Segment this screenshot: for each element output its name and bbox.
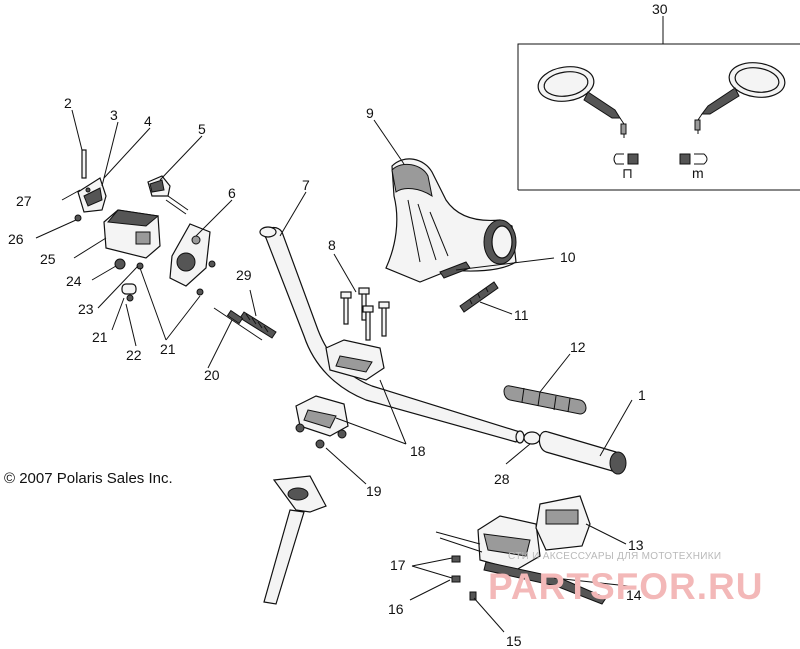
upper-clamp <box>325 339 385 381</box>
watermark-logo[interactable]: PARTSFOR.RU <box>488 566 764 607</box>
callout-2: 2 <box>64 95 72 111</box>
callout-22: 22 <box>126 347 142 363</box>
callout-21a: 21 <box>92 329 108 345</box>
mirror-inset-frame <box>517 16 800 191</box>
callout-16: 16 <box>388 601 404 617</box>
callout-21b: 21 <box>160 341 176 357</box>
callout-11: 11 <box>514 307 529 323</box>
callout-17: 17 <box>390 557 406 573</box>
handlebar-tube <box>259 226 525 444</box>
throttle-cable-pin <box>213 307 263 341</box>
callout-25: 25 <box>40 251 56 267</box>
callout-10: 10 <box>560 249 576 265</box>
callout-7: 7 <box>302 177 310 193</box>
grip-sleeve <box>503 385 587 415</box>
right-grip <box>538 430 627 475</box>
callout-6: 6 <box>228 185 236 201</box>
copyright-notice: © 2007 Polaris Sales Inc. <box>4 470 173 487</box>
callout-8: 8 <box>328 237 336 253</box>
clamp-bolts <box>340 287 390 341</box>
mirror-adapter-left: ⊓ <box>613 153 639 181</box>
callout-19: 19 <box>366 483 382 499</box>
callout-14: 14 <box>626 587 642 603</box>
callout-4: 4 <box>144 113 152 129</box>
callout-24: 24 <box>66 273 82 289</box>
switch-housing-lower <box>169 223 211 287</box>
right-mirror <box>694 62 786 134</box>
brake-master-cylinder <box>535 495 591 551</box>
callout-20: 20 <box>204 367 220 383</box>
callout-18: 18 <box>410 443 426 459</box>
callout-29: 29 <box>236 267 252 283</box>
callout-9: 9 <box>366 105 374 121</box>
callout-30: 30 <box>652 1 668 17</box>
switch-screw <box>81 149 87 179</box>
watermark-tagline: СТИ И АКСЕССУАРЫ ДЛЯ МОТОТЕХНИКИ <box>508 551 722 562</box>
callout-27: 27 <box>16 193 32 209</box>
spring <box>239 311 277 339</box>
choke-lever <box>147 175 189 215</box>
inset-left-mark: ⊓ <box>622 165 633 181</box>
callout-5: 5 <box>198 121 206 137</box>
small-hardware <box>74 187 216 302</box>
switch-housing-upper <box>103 209 161 259</box>
lower-clamp <box>295 395 349 437</box>
throttle-housing <box>435 515 541 571</box>
callout-3: 3 <box>110 107 118 123</box>
callout-numbers: 1 2 3 4 5 6 7 8 9 10 11 12 13 14 15 16 1… <box>8 1 668 649</box>
callout-26: 26 <box>8 231 24 247</box>
callout-12: 12 <box>570 339 586 355</box>
clamp-nuts <box>295 423 347 449</box>
mirror-adapter-right: m <box>679 153 708 181</box>
inset-right-mark: m <box>692 165 704 181</box>
callout-28: 28 <box>494 471 510 487</box>
cable-tie <box>459 281 499 313</box>
callout-1: 1 <box>638 387 646 403</box>
handlebar-pad <box>385 158 517 283</box>
left-mirror <box>537 66 627 138</box>
grip-spacer <box>523 431 541 445</box>
steering-post <box>263 475 327 605</box>
leader-lines <box>35 109 633 633</box>
brake-lever <box>483 561 607 605</box>
switch-bracket <box>77 177 107 213</box>
callout-13: 13 <box>628 537 644 553</box>
callout-23: 23 <box>78 301 94 317</box>
callout-15: 15 <box>506 633 522 649</box>
lever-fasteners <box>451 555 477 601</box>
